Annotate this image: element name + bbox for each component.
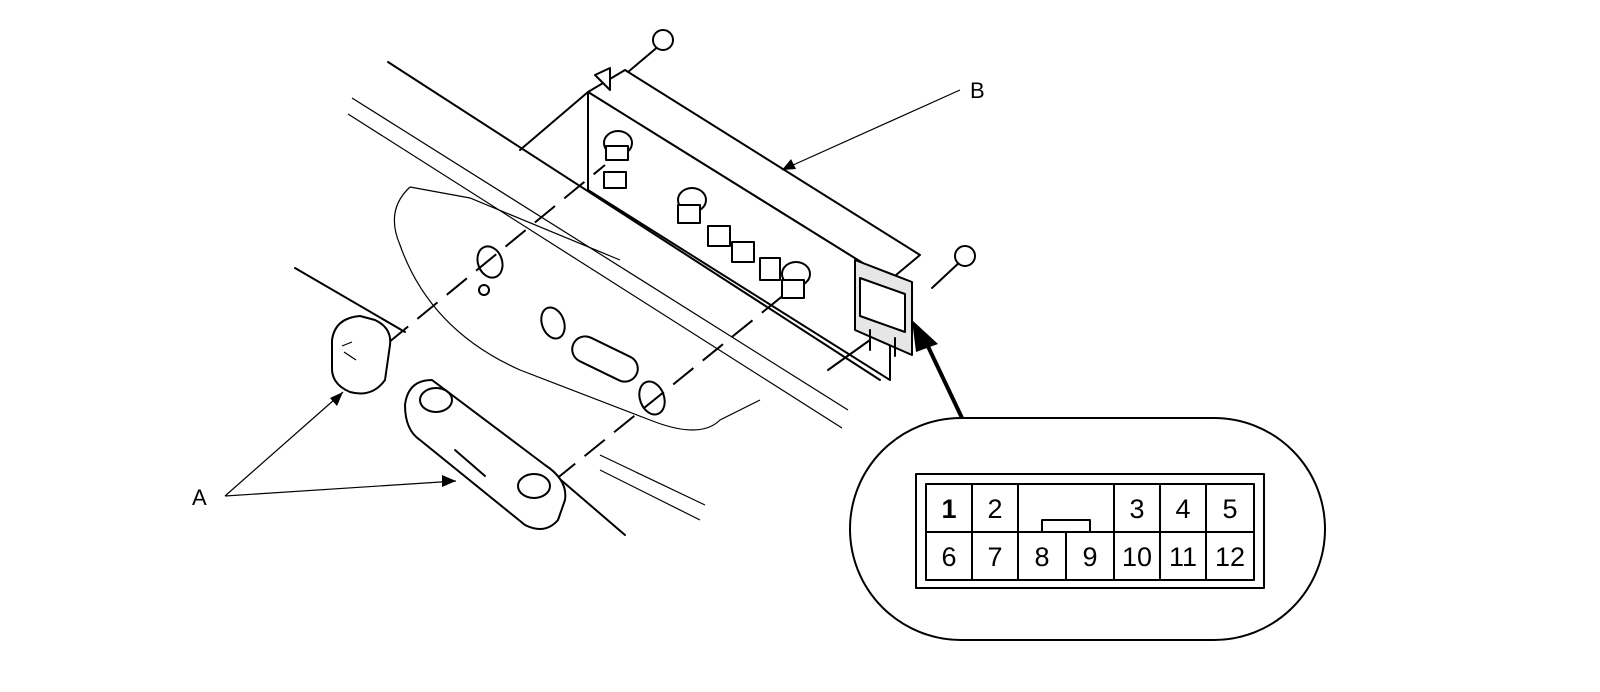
callout-arrow <box>912 320 964 419</box>
connector-pins: 1 2 3 4 5 6 7 8 9 10 11 12 <box>941 494 1245 572</box>
pin-1: 1 <box>941 494 956 524</box>
panel-holes <box>476 245 666 416</box>
switch-posts <box>603 130 811 299</box>
pin-3: 3 <box>1129 494 1144 524</box>
pin-2: 2 <box>987 494 1002 524</box>
pin-10: 10 <box>1122 542 1152 572</box>
pin-4: 4 <box>1175 494 1190 524</box>
connector-callout <box>849 417 1326 641</box>
screw-top <box>627 29 674 73</box>
pin-9: 9 <box>1082 542 1097 572</box>
alignment-lines <box>387 91 871 481</box>
trim-panel <box>294 61 881 536</box>
pin-6: 6 <box>941 542 956 572</box>
pin-8: 8 <box>1034 542 1049 572</box>
knob-small <box>331 315 392 395</box>
pin-11: 11 <box>1169 542 1197 572</box>
leader-b <box>781 89 961 171</box>
pin-5: 5 <box>1222 494 1237 524</box>
screw-right <box>931 245 976 289</box>
knob-long <box>404 379 567 530</box>
switch-assembly <box>587 67 921 381</box>
pin-12: 12 <box>1215 542 1245 572</box>
pin-7: 7 <box>987 542 1002 572</box>
leaders-a <box>224 391 457 497</box>
label-b: B <box>970 78 985 103</box>
label-a: A <box>192 485 207 510</box>
